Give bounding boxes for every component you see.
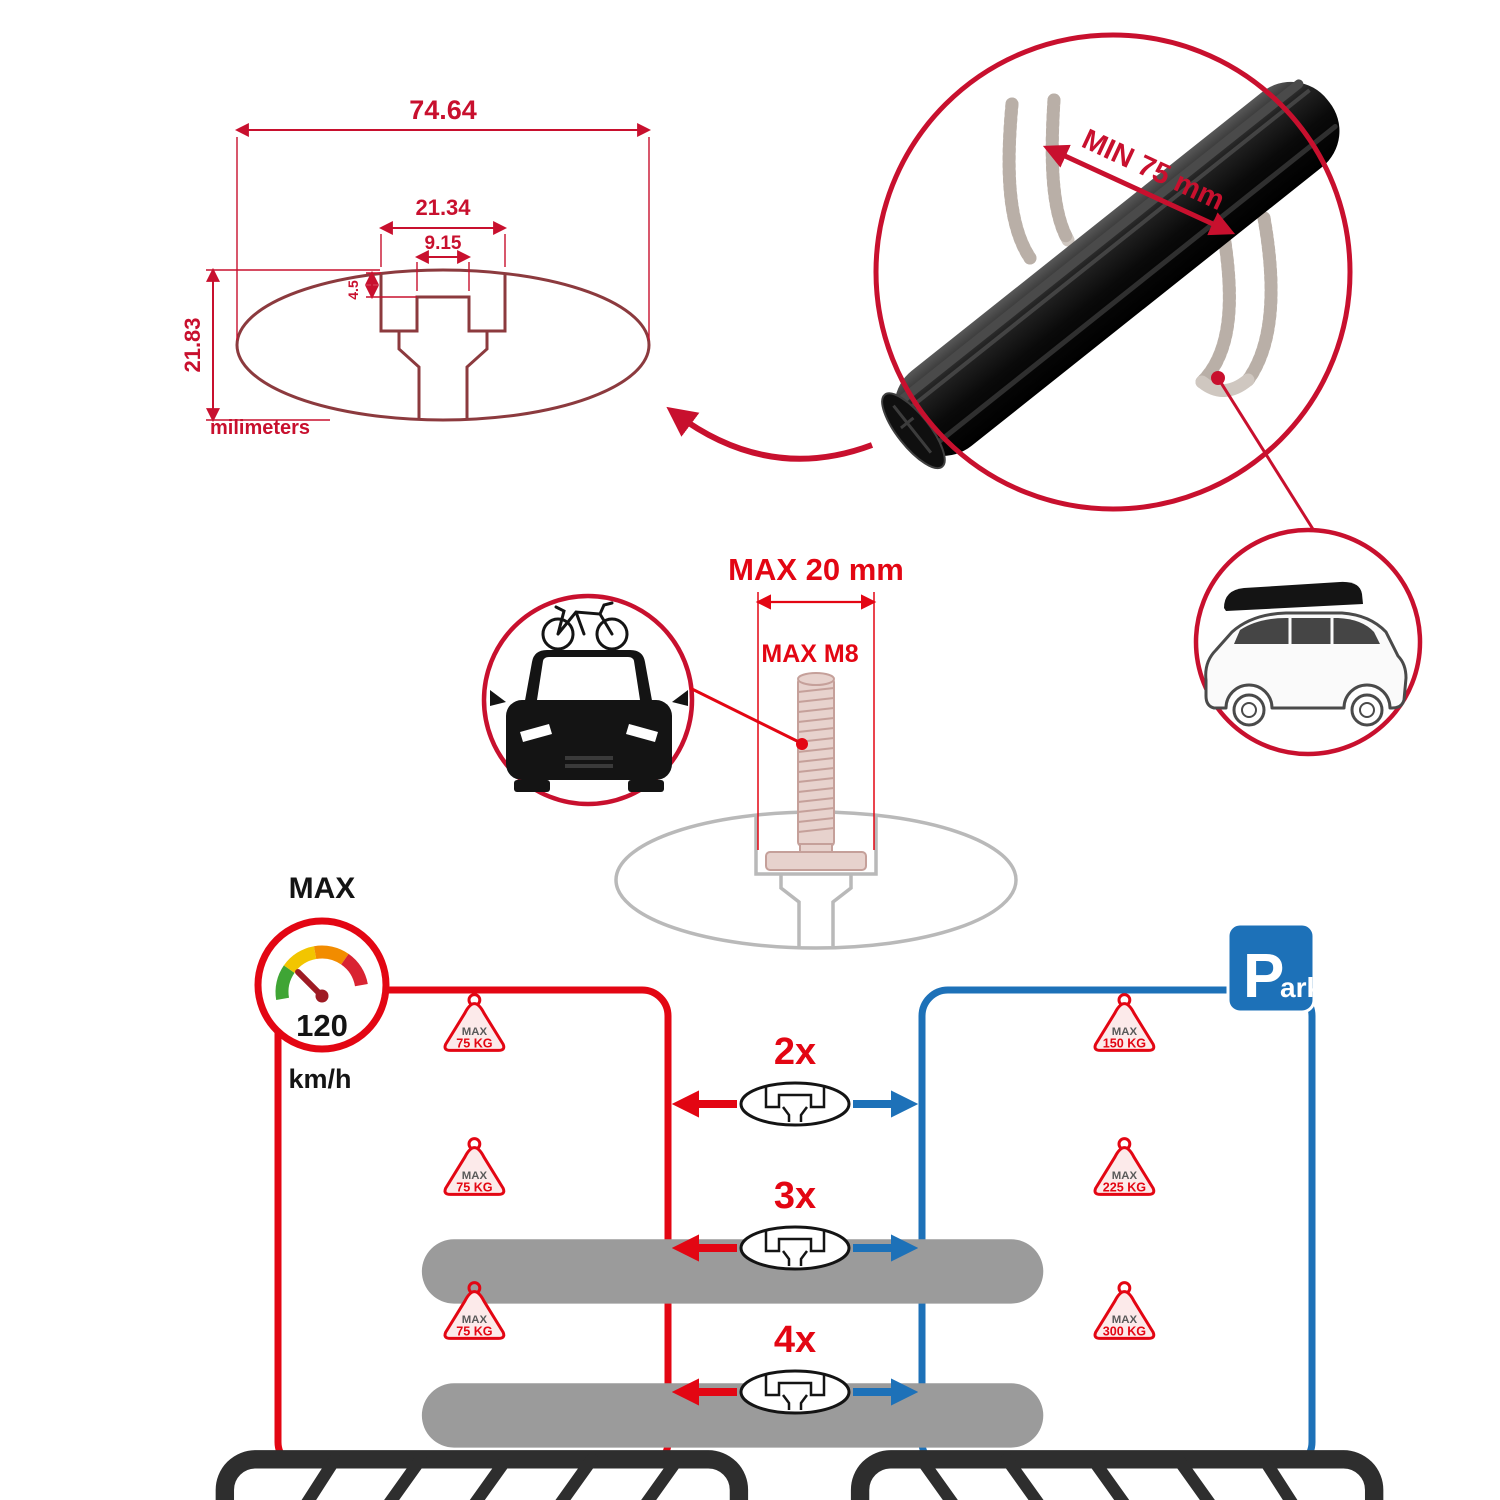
roof-load-tag: MAX 75 KG: [443, 1281, 506, 1340]
tag-load-value: 225 KG: [1103, 1180, 1147, 1194]
bar-count-label: 2x: [774, 1031, 816, 1073]
speed-limit-gauge: MAX 120 km/h: [254, 872, 390, 1094]
t-bolt: [765, 672, 867, 871]
suv-with-roofbox: [1204, 581, 1408, 727]
gauge-unit: km/h: [288, 1064, 351, 1094]
roof-load-tag: MAX 75 KG: [443, 1137, 506, 1196]
parked-car-1: MAX 150 KG: [0, 993, 1182, 1500]
roof-load-tag: MAX 75 KG: [443, 993, 506, 1052]
gauge-max-label: MAX: [289, 872, 356, 905]
tag-max-label: MAX: [1112, 1314, 1138, 1326]
dim-total-height: 21.83: [180, 317, 205, 372]
moving-car-1: MAX 75 KG: [366, 993, 1500, 1500]
tag-max-label: MAX: [1112, 1026, 1138, 1038]
tag-load-value: 150 KG: [1103, 1036, 1147, 1050]
crossbar-profile-shape: [235, 268, 651, 422]
moving-car-3: MAX 75 KG: [443, 1281, 506, 1340]
bike-car-circle: [481, 593, 808, 807]
park-sign-initial: P: [1243, 942, 1284, 1011]
bike-icon: [541, 601, 629, 651]
park-sign: P ark: [1226, 922, 1322, 1014]
bar-count-label: 3x: [774, 1175, 816, 1217]
tag-max-label: MAX: [462, 1170, 488, 1182]
roofbox-car-circle: [1193, 527, 1423, 757]
moving-car-2: MAX 75 KG: [366, 1137, 1500, 1500]
bar-profile-icon: [739, 1369, 851, 1415]
tag-max-label: MAX: [462, 1314, 488, 1326]
tag-max-label: MAX: [1112, 1170, 1138, 1182]
tag-load-value: 300 KG: [1103, 1324, 1147, 1338]
dim-total-width: 74.64: [409, 95, 477, 125]
bar-profile-icon: [739, 1081, 851, 1127]
profile-dimension-diagram: 74.64 21.34 9.15 4.5 21.83 milimeters: [180, 95, 652, 439]
dim-lip-depth: 4.5: [345, 280, 361, 300]
roof-load-tag: MAX 300 KG: [1093, 1281, 1156, 1340]
callout-line-to-car: [1216, 377, 1318, 535]
tag-load-value: 75 KG: [456, 1324, 493, 1338]
parked-car-3: MAX 300 KG: [1093, 1281, 1156, 1340]
units-label: milimeters: [210, 417, 310, 439]
dimension-lines: [206, 123, 652, 423]
callout-line-to-bolt: [689, 686, 800, 744]
roof-load-tag: MAX 225 KG: [1093, 1137, 1156, 1196]
tag-load-value: 75 KG: [456, 1180, 493, 1194]
bar-count-row-2: 3x: [671, 1175, 919, 1271]
bolt-max-thread-label: MAX M8: [761, 640, 858, 668]
gauge-value: 120: [296, 1008, 348, 1043]
roof-load-tag: MAX 150 KG: [1093, 993, 1156, 1052]
dim-slot-width: 9.15: [425, 233, 462, 254]
bar-count-row-3: 4x: [671, 1319, 919, 1415]
min-span-arrow: [1042, 144, 1236, 236]
bar-profile-icon: [739, 1225, 851, 1271]
parked-car-2: MAX 225 KG: [1093, 1137, 1156, 1196]
tag-load-value: 75 KG: [456, 1036, 493, 1050]
gauge-arc: [275, 945, 368, 1001]
dim-channel-width: 21.34: [415, 195, 471, 220]
bar-count-label: 4x: [774, 1319, 816, 1361]
detail-callout-arrow: [666, 406, 874, 462]
car-front-icon: [490, 650, 688, 792]
bolt-diagram: MAX 20 mm MAX M8: [614, 552, 1018, 950]
crossbar-detail-circle: MIN 75 mm: [873, 32, 1353, 535]
bolt-max-length-label: MAX 20 mm: [728, 552, 904, 587]
bar-count-row-1: 2x: [671, 1031, 919, 1127]
callout-dot-bolt: [796, 738, 808, 750]
park-sign-suffix: ark: [1280, 972, 1322, 1003]
tag-max-label: MAX: [462, 1026, 488, 1038]
